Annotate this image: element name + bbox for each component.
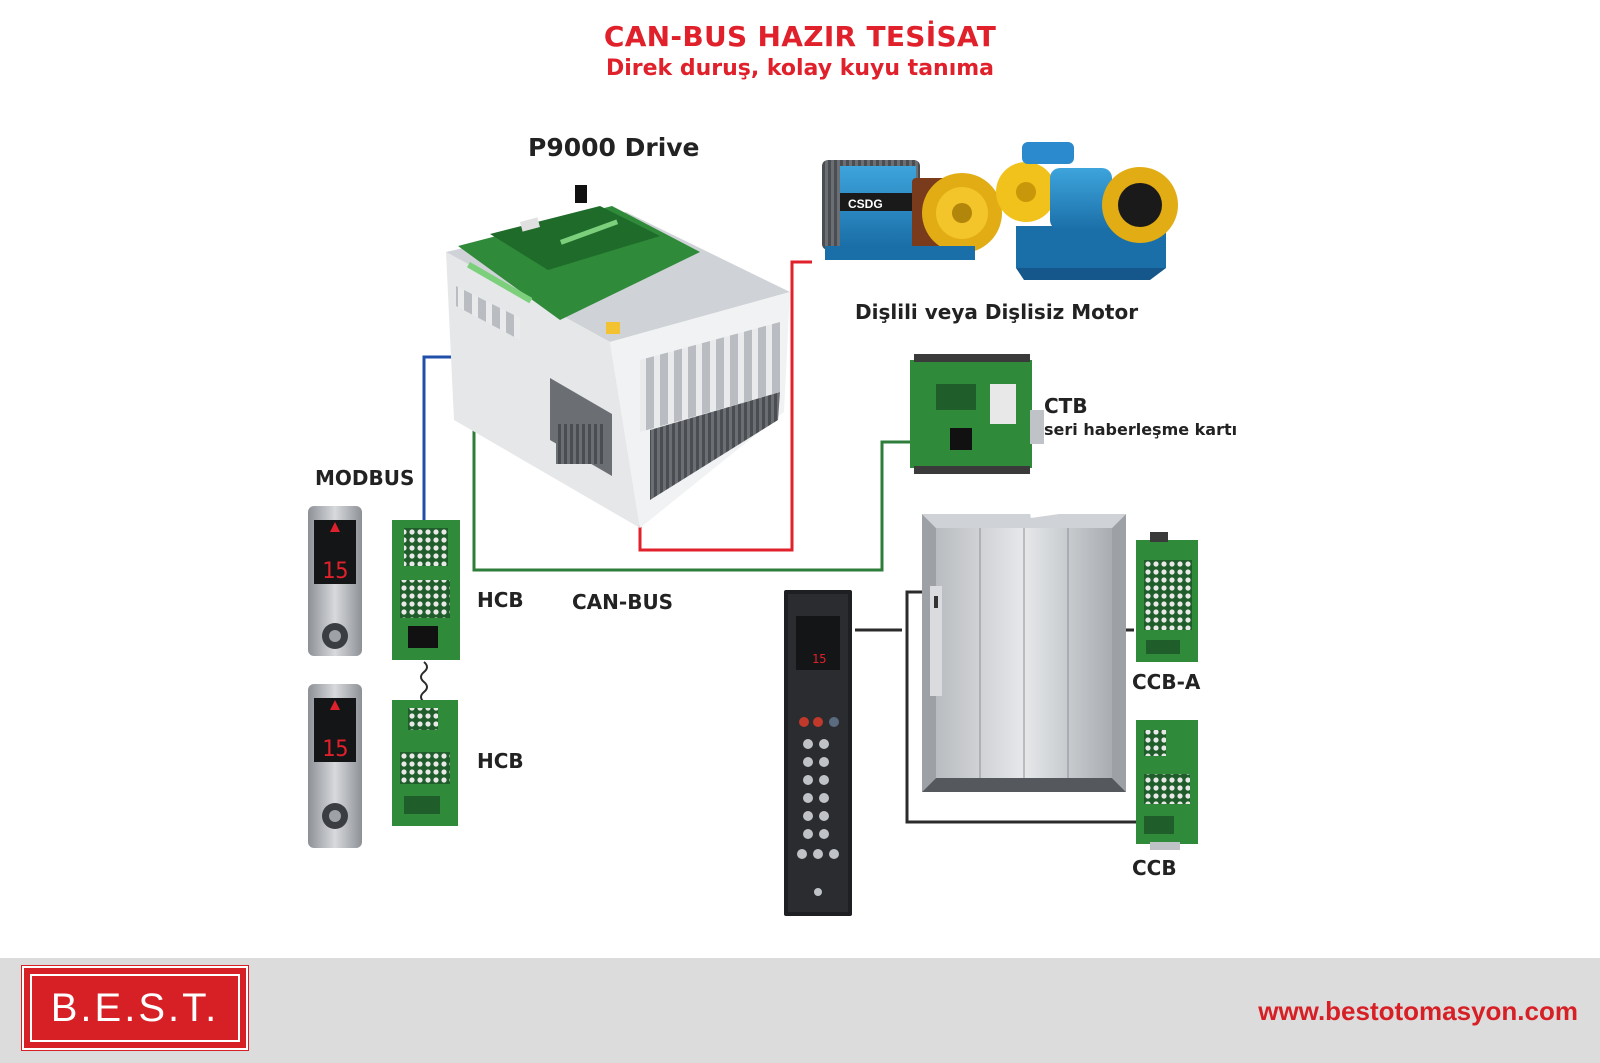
hall-display-1-floor: 15 [322,559,349,584]
modbus-label: MODBUS [315,466,415,490]
footer-bar [0,958,1600,1063]
hall-display-2-floor: 15 [322,737,349,762]
ctb-description: seri haberleşme kartı [1044,420,1238,439]
motor-label: Dişlili veya Dişlisiz Motor [855,300,1139,324]
hcb-link-wire [420,661,428,703]
geared-motor-illustration [996,142,1178,280]
ccb-a-label: CCB-A [1132,670,1201,694]
logo-text: B.E.S.T. [50,985,220,1030]
hcb-board-2-illustration [392,700,458,826]
diagram-title: CAN-BUS HAZIR TESİSAT [603,20,997,53]
cabin-ccb-wire [905,590,1136,824]
hall-fixture-2-illustration [308,684,362,848]
ctb-board-illustration [910,354,1044,474]
hcb-1-label: HCB [477,588,524,612]
motor-power-line [638,260,812,552]
logo-frame [30,974,240,1042]
diagram-subtitle: Direk duruş, kolay kuyu tanıma [605,56,995,81]
hall-fixture-1-illustration [308,506,362,656]
elevator-cabin-illustration [922,491,1126,792]
hcb-2-label: HCB [477,749,524,773]
ccb-board-illustration [1136,720,1198,850]
motor-brand-label: CSDG [848,197,883,211]
website-link[interactable]: www.bestotomasyon.com [1258,996,1578,1026]
gearless-motor-illustration [822,160,1002,260]
canbus-label: CAN-BUS [572,590,674,614]
p9000-drive-illustration [446,185,790,528]
ccb-a-board-illustration [1136,532,1198,662]
canbus-wiring-diagram: CSDG [308,142,1198,916]
canbus-line [472,377,910,572]
best-logo: B.E.S.T. [22,966,248,1050]
cop-floor-display: 15 [812,652,826,666]
ctb-label: CTB [1044,394,1088,418]
drive-label: P9000 Drive [528,133,700,162]
hcb-board-1-illustration [392,520,460,660]
ccb-label: CCB [1132,856,1177,880]
car-operating-panel-illustration [784,590,852,916]
